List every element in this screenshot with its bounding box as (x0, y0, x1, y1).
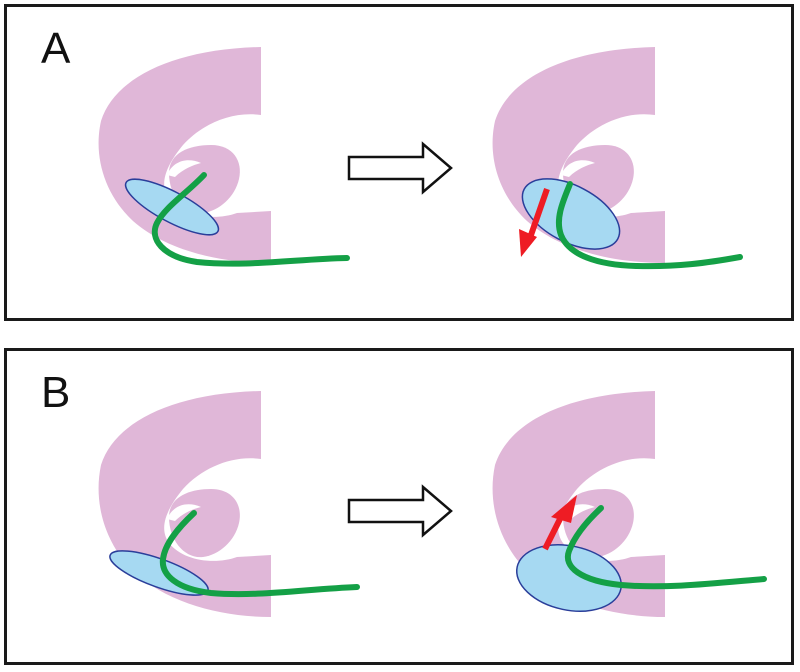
red-motion-arrow-up (542, 495, 577, 551)
panel-b: B (4, 348, 794, 665)
green-curve (159, 510, 360, 598)
panel-a-before-state (98, 47, 350, 267)
panel-label-a: A (41, 24, 71, 73)
inner-notch (167, 504, 201, 521)
green-curve (564, 505, 767, 590)
panel-a: A (4, 4, 794, 321)
inner-notch (561, 160, 595, 177)
red-motion-arrow-down (519, 188, 550, 257)
transition-arrow (347, 141, 453, 195)
green-curve (555, 181, 743, 270)
c-shaped-structure (98, 47, 271, 263)
panel-b-after-state (492, 391, 767, 617)
panel-a-after-state (492, 47, 743, 270)
blue-ellipse (515, 544, 623, 612)
green-curve (151, 172, 350, 267)
panel-a-diagram (98, 47, 743, 270)
inner-lobe (169, 489, 240, 558)
panel-b-diagram (98, 391, 767, 617)
panel-label-b: B (41, 368, 71, 417)
transition-arrow (347, 484, 453, 538)
inner-notch (167, 160, 201, 177)
panel-b-before-state (98, 391, 360, 617)
